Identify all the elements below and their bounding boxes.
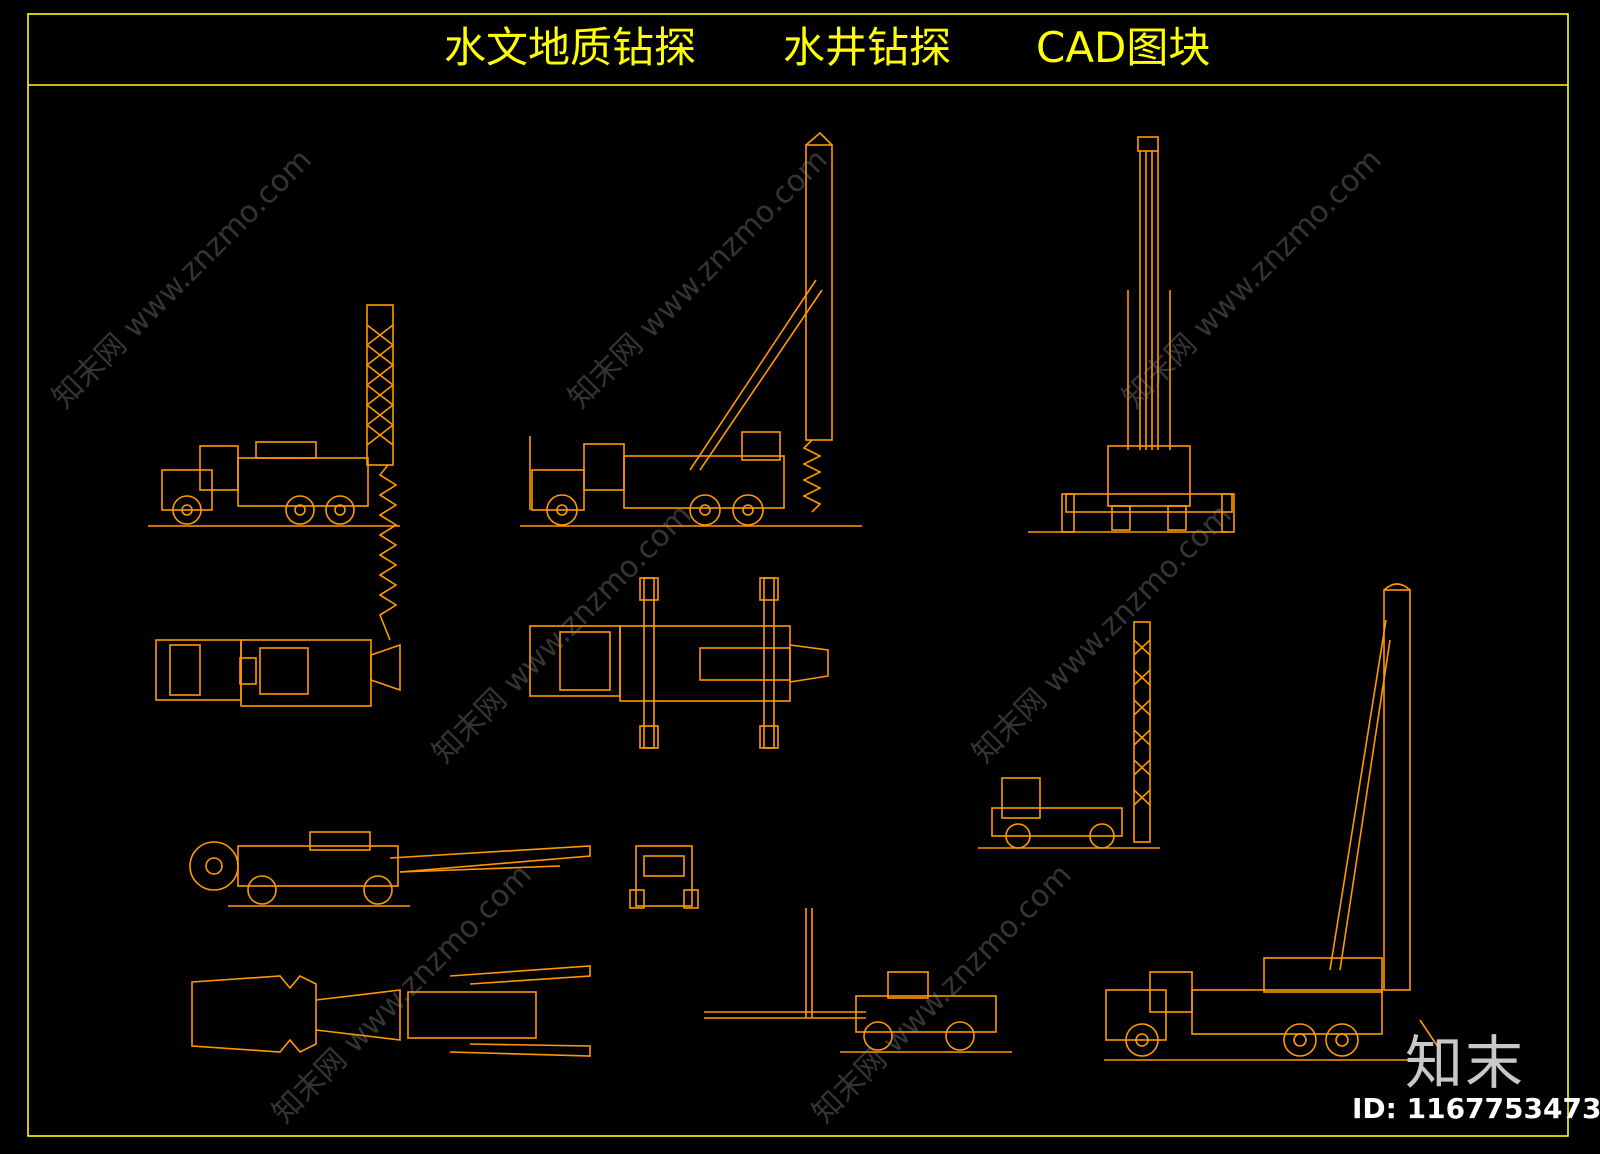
jumbo-drill-front-view xyxy=(629,845,699,909)
rig-front-view xyxy=(1028,136,1235,533)
title-water-well-drilling: 水井钻探 xyxy=(783,23,952,72)
title-cad-blocks: CAD图块 xyxy=(1036,23,1211,72)
title-hydro-geology-drilling: 水文地质钻探 xyxy=(444,23,697,72)
truck-plan-view-outriggers xyxy=(529,577,829,749)
large-truck-mast-rig xyxy=(1104,583,1441,1061)
asset-id: ID: 1167753473 xyxy=(1352,1092,1600,1125)
truck-tall-mast-rig xyxy=(520,131,862,527)
jumbo-drill-plan-view xyxy=(191,965,591,1057)
jumbo-drill-side-view xyxy=(189,831,591,907)
truck-plan-view xyxy=(155,639,401,707)
truck-lattice-mast-rig xyxy=(148,304,400,641)
brand-logo: 知末 xyxy=(1405,1029,1526,1097)
drawing-frame xyxy=(27,13,1569,1137)
underground-drill-loader xyxy=(704,908,1012,1053)
small-lattice-mast-rig xyxy=(978,621,1160,849)
